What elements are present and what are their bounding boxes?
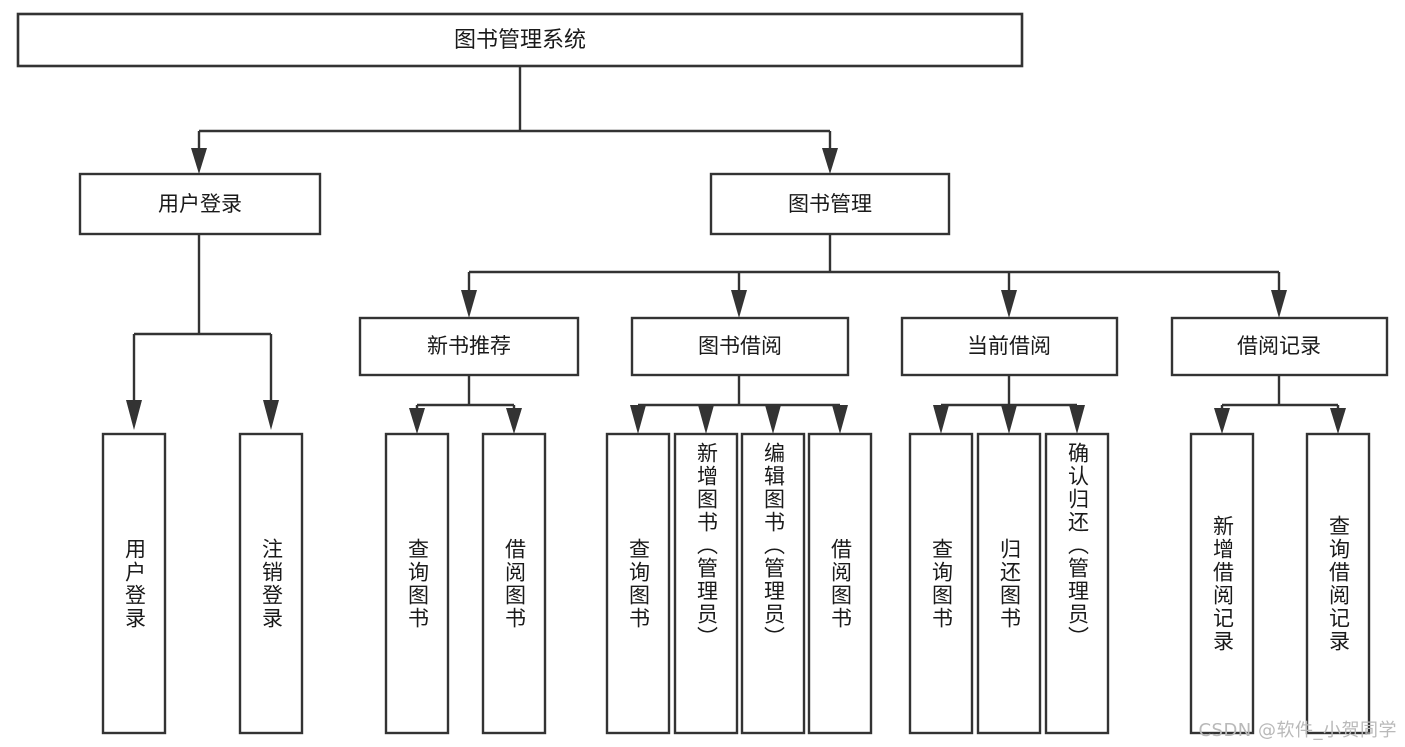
arrow-head-leaf-confirm-return — [1069, 405, 1085, 434]
node-book-borrow[interactable]: 图书借阅 — [630, 316, 850, 377]
node-root-box[interactable] — [16, 12, 1024, 68]
arrow-head-leaf-edit-book — [765, 405, 781, 434]
leaf-box-borrow-book-1[interactable] — [481, 432, 547, 735]
node-new-book-recommend-box[interactable] — [358, 316, 580, 377]
node-book-borrow-box[interactable] — [630, 316, 850, 377]
arrow-head-borrow-record — [1271, 290, 1287, 318]
arrow-head-book-borrow — [731, 290, 747, 318]
node-borrow-record-box[interactable] — [1170, 316, 1389, 377]
leaf-box-return-book[interactable] — [976, 432, 1042, 735]
leaf-box-edit-book[interactable] — [740, 432, 806, 735]
leaf-box-layer — [101, 432, 1371, 735]
leaf-box-query-book-1[interactable] — [384, 432, 450, 735]
arrow-head-leaf-add-book — [698, 405, 714, 434]
node-current-borrow-box[interactable] — [900, 316, 1119, 377]
node-new-book-recommend-label: 新书推荐 — [427, 334, 511, 358]
arrow-head-leaf-return-book — [1001, 405, 1017, 434]
arrow-head-leaf-borrow-book-2 — [832, 405, 848, 434]
node-book-borrow-label: 图书借阅 — [698, 334, 782, 358]
arrow-head-leaf-add-record — [1214, 408, 1230, 434]
arrow-head-leaf-logout-login — [263, 400, 279, 430]
node-user-login-box[interactable] — [78, 172, 322, 236]
arrow-head-leaf-query-record — [1330, 408, 1346, 434]
leaf-box-query-book-3[interactable] — [908, 432, 974, 735]
node-current-borrow[interactable]: 当前借阅 — [900, 316, 1119, 377]
arrow-head-book-manage — [822, 148, 838, 174]
node-root-label: 图书管理系统 — [454, 28, 586, 53]
node-root[interactable]: 图书管理系统 — [16, 12, 1024, 68]
arrow-head-leaf-query-book-2 — [630, 405, 646, 434]
leaf-box-query-record[interactable] — [1305, 432, 1371, 735]
arrow-head-leaf-borrow-book-1 — [506, 408, 522, 434]
node-new-book-recommend[interactable]: 新书推荐 — [358, 316, 580, 377]
node-book-manage[interactable]: 图书管理 — [709, 172, 951, 236]
leaf-box-borrow-book-2[interactable] — [807, 432, 873, 735]
arrow-head-leaf-user-login — [126, 400, 142, 430]
arrow-head-current-borrow — [1001, 290, 1017, 318]
leaf-box-query-book-2[interactable] — [605, 432, 671, 735]
node-borrow-record[interactable]: 借阅记录 — [1170, 316, 1389, 377]
node-book-manage-box[interactable] — [709, 172, 951, 236]
leaf-box-add-book[interactable] — [673, 432, 739, 735]
connector-layer — [126, 66, 1346, 434]
leaf-box-user-login[interactable] — [101, 432, 167, 735]
node-book-manage-label: 图书管理 — [788, 192, 872, 216]
leaf-box-logout-login[interactable] — [238, 432, 304, 735]
node-user-login[interactable]: 用户登录 — [78, 172, 322, 236]
arrow-head-leaf-query-book-3 — [933, 405, 949, 434]
leaf-box-confirm-return[interactable] — [1044, 432, 1110, 735]
leaf-box-add-record[interactable] — [1189, 432, 1255, 735]
node-current-borrow-label: 当前借阅 — [967, 334, 1051, 358]
node-borrow-record-label: 借阅记录 — [1237, 334, 1321, 358]
arrow-head-new-book-recommend — [461, 290, 477, 318]
node-user-login-label: 用户登录 — [158, 192, 242, 216]
arrow-head-user-login — [191, 148, 207, 174]
arrow-head-leaf-query-book-1 — [409, 408, 425, 434]
